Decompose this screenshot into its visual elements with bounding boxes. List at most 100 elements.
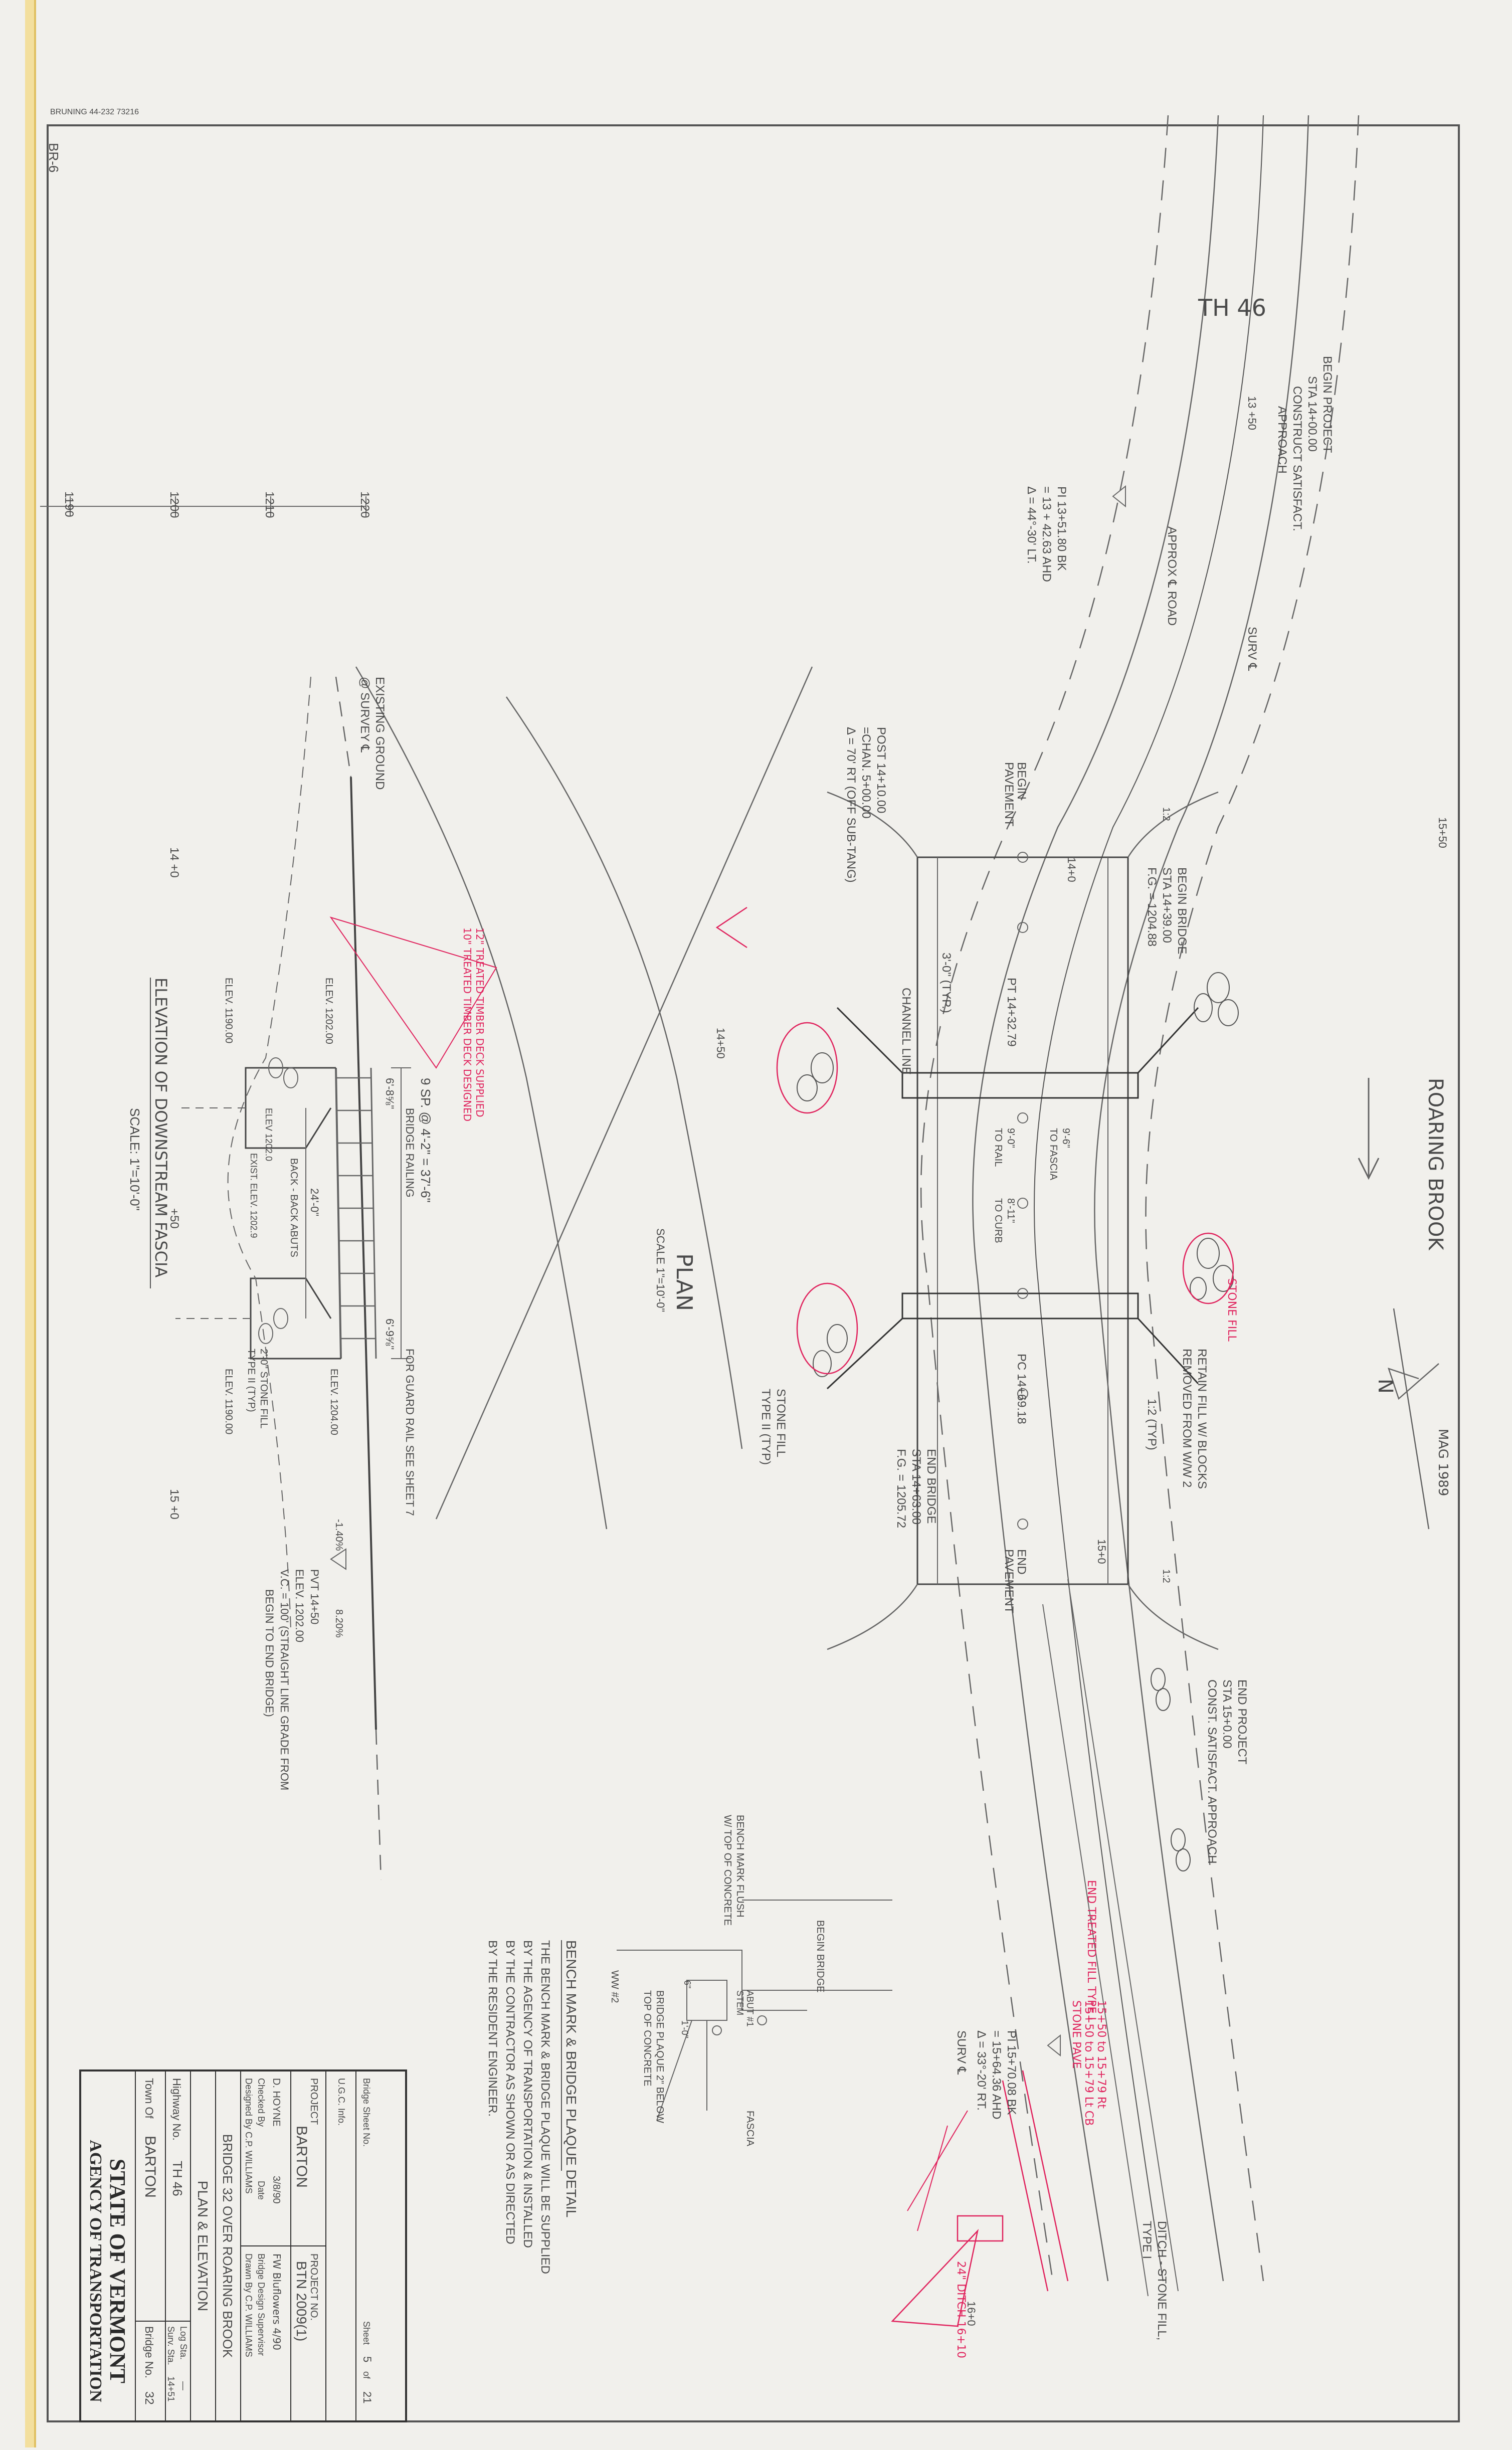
slope-b: 1:2 bbox=[1161, 1569, 1172, 1583]
end-bridge-1: END BRIDGE bbox=[924, 1449, 938, 1524]
red-timber-1: 12" TREATED TIMBER DECK SUPPLIED bbox=[474, 927, 486, 1117]
post-line-1: POST 14+10.00 bbox=[874, 727, 888, 813]
tb-bridge-no-label: Bridge No. bbox=[143, 2326, 155, 2378]
post-line-3: Δ = 70' RT (OFF SUB-TANG) bbox=[844, 727, 858, 883]
elev-right-top: ELEV. 1204.00 bbox=[328, 1369, 339, 1435]
tb-date: 3/8/90 bbox=[271, 2176, 282, 2204]
elev-axis-1210: 1210 bbox=[263, 491, 276, 518]
tb-project: BARTON bbox=[293, 2126, 310, 2188]
red-stone-fill: STONE FILL bbox=[1225, 1278, 1238, 1342]
pt-label: PT 14+32.79 bbox=[1005, 978, 1018, 1047]
mag-arrow-shaft bbox=[1393, 1308, 1430, 1530]
begin-bridge-small: BEGIN BRIDGE bbox=[815, 1920, 826, 1992]
slope-typ: 1:2 (TYP) bbox=[1145, 1399, 1159, 1450]
begin-project-2: STA 14+00.00 bbox=[1305, 376, 1319, 452]
end-bridge-3: F.G. = 1205.72 bbox=[894, 1449, 908, 1528]
detail-title: BENCH MARK & BRIDGE PLAQUE DETAIL bbox=[563, 1940, 579, 2217]
elev-stone-fill bbox=[258, 1057, 298, 1344]
end-pavement-1: END bbox=[1015, 1549, 1028, 1575]
tb-date-label: Date bbox=[256, 2181, 266, 2200]
exist-ground-2: @ SURVEY ℄ bbox=[358, 677, 371, 753]
span-dim-line bbox=[391, 1067, 411, 1359]
detail-line-2: BY THE AGENCY OF TRANSPORTATION & INSTAL… bbox=[521, 1940, 534, 2248]
elev-title: ELEVATION OF DOWNSTREAM FASCIA bbox=[151, 978, 170, 1277]
post-line-2: =CHAN. 5+00.00 bbox=[859, 727, 873, 819]
detail-line-4: BY THE RESIDENT ENGINEER. bbox=[486, 1940, 499, 2117]
stone-fill-clumps bbox=[797, 972, 1239, 1871]
elev-axis-1220: 1220 bbox=[358, 491, 371, 518]
tb-supervisor: Bridge Design Supervisor bbox=[256, 2253, 266, 2356]
tb-agency: AGENCY OF TRANSPORTATION bbox=[86, 2140, 105, 2402]
begin-bridge-3: F.G. = 1204.88 bbox=[1145, 867, 1159, 947]
pvt-marker bbox=[330, 1548, 346, 1570]
tb-town-label: Town Of bbox=[143, 2078, 155, 2119]
elev-left-bot: ELEV. 1190.00 bbox=[223, 978, 234, 1043]
plaque-1: BRIDGE PLAQUE 2" BELOW bbox=[654, 1990, 665, 2123]
mag-label: MAG 1989 bbox=[1435, 1429, 1450, 1496]
tb-designed-by: Designed By C.P. WILLIAMS bbox=[244, 2078, 254, 2194]
tb-log-sta: — bbox=[178, 2381, 188, 2390]
title-block-frame bbox=[79, 2069, 407, 2422]
abutment-2 bbox=[901, 1292, 1139, 1320]
abutment-1 bbox=[901, 1072, 1139, 1099]
pi-marker-1 bbox=[1112, 485, 1126, 508]
channel-line bbox=[435, 666, 813, 1520]
elev-axis-1190: 1190 bbox=[62, 491, 76, 517]
tb-ugc-label: U.G.C. Info. bbox=[336, 2078, 346, 2126]
tb-surv-sta: 14+51 bbox=[166, 2376, 176, 2402]
sta-1550: 15+50 bbox=[1436, 817, 1449, 848]
plan-view bbox=[355, 115, 1439, 2297]
red-timber-2: 10" TREATED TIMBER DECK DESIGNED bbox=[461, 927, 473, 1121]
north-arrow bbox=[1388, 1363, 1439, 1400]
end-project-3: CONST. SATISFACT. APPROACH bbox=[1205, 1679, 1219, 1864]
red-ditch-3: STONE PAVE bbox=[1070, 2000, 1082, 2069]
approach-flares bbox=[827, 791, 1219, 1650]
sheet-border bbox=[47, 124, 1460, 2422]
station-circles bbox=[1017, 852, 1028, 1530]
tb-highway: TH 46 bbox=[170, 2161, 185, 2196]
sta-1600: 16+0 bbox=[965, 2301, 978, 2326]
rail-posts bbox=[336, 1077, 375, 1340]
begin-pavement-2: PAVEMENT bbox=[1002, 762, 1016, 827]
sta-1400: 14+0 bbox=[1065, 857, 1078, 882]
plaque-2: TOP OF CONCRETE bbox=[642, 1990, 653, 2087]
rotated-drawing: TH 46 ROARING BROOK MAG 1989 N PLAN SCAL… bbox=[40, 115, 1450, 2422]
sta-1500: 15+0 bbox=[1095, 1539, 1108, 1564]
span-1: 9 SP. @ 4'-2" = 37'-6" bbox=[418, 1078, 433, 1203]
existing-ground-line bbox=[227, 676, 311, 1630]
tb-bridge-sheet-label: Bridge Sheet No. bbox=[361, 2078, 371, 2147]
retain-fill-1: RETAIN FILL W/ BLOCKS bbox=[1195, 1349, 1209, 1489]
ditch-line-a bbox=[1067, 1579, 1179, 2292]
detail-line-1: THE BENCH MARK & BRIDGE PLAQUE WILL BE S… bbox=[538, 1940, 552, 2274]
elev-sta-1450: +50 bbox=[167, 1208, 181, 1229]
red-ditch-2: 15+50 to 15+79 Lt CB bbox=[1082, 2000, 1095, 2126]
plan-scale: SCALE 1"=10'-0" bbox=[654, 1228, 667, 1312]
red-ditch-1: 15+50 to 15+79 Rt bbox=[1095, 2000, 1107, 2109]
center-dim-label: BACK - BACK ABUTS bbox=[288, 1158, 299, 1257]
approach-road: APPROX ℄ ROAD bbox=[1165, 526, 1179, 626]
guard-rail-note: FOR GUARD RAIL SEE SHEET 7 bbox=[404, 1349, 416, 1516]
abut-2: STEM bbox=[735, 1990, 745, 2015]
end-bridge-2: STA 14+63.00 bbox=[909, 1449, 923, 1525]
red-end-treated: END TREATED FILL TYPE I bbox=[1085, 1880, 1097, 2020]
end-project-2: STA 15+0.00 bbox=[1220, 1679, 1234, 1749]
north-label: N bbox=[1374, 1379, 1397, 1394]
elev-scale: SCALE: 1"=10'-0" bbox=[127, 1108, 142, 1211]
elev-stone-1: 2'-0" STONE FILL bbox=[258, 1349, 269, 1429]
to-rail-label: TO RAIL bbox=[993, 1128, 1004, 1167]
grade-right: 8.20% bbox=[333, 1609, 344, 1638]
tb-checker: D. HOYNE bbox=[271, 2078, 282, 2127]
pi2-line-1: PI 15+70.08 BK bbox=[1005, 2030, 1018, 2115]
slope-a: 1:2 bbox=[1161, 807, 1172, 821]
tape-strip bbox=[25, 0, 34, 2447]
pvt-3: V.C. = 100' (STRAIGHT LINE GRADE FROM bbox=[278, 1569, 291, 1790]
pi1-line-2: = 13 + 42.63 AHD bbox=[1040, 486, 1053, 582]
tb-description: BRIDGE 32 OVER ROARING BROOK bbox=[220, 2134, 235, 2358]
road-slope-line-s bbox=[920, 115, 1169, 2282]
elev-right-bot: ELEV. 1190.00 bbox=[223, 1369, 234, 1434]
begin-project-4: APPROACH bbox=[1275, 406, 1289, 474]
tb-project-label: PROJECT bbox=[308, 2078, 319, 2125]
road-edge-south bbox=[972, 115, 1219, 2282]
end-project-1: END PROJECT bbox=[1235, 1679, 1249, 1765]
